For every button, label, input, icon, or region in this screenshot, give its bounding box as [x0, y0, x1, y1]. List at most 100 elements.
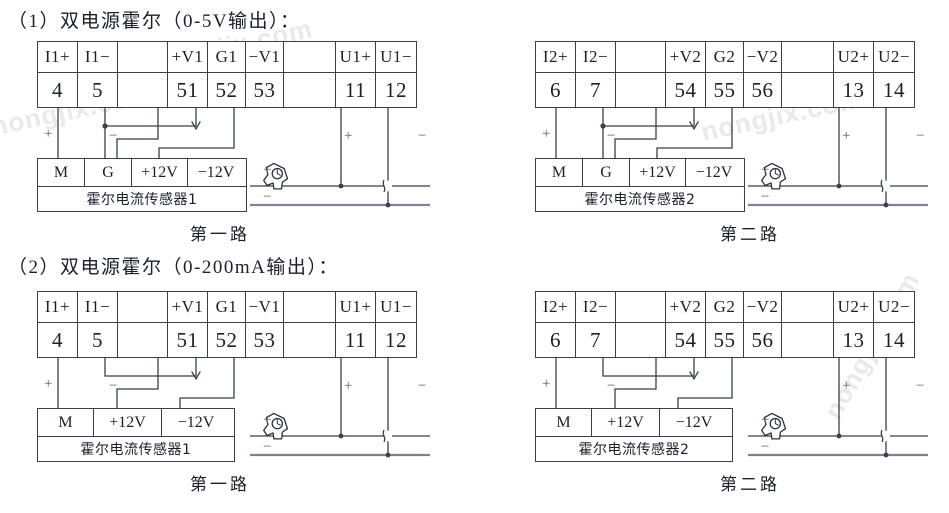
terminal-number: 7: [576, 73, 616, 107]
section-title-1: （1）双电源霍尔（0-5V输出）：: [8, 11, 301, 32]
terminal-label-row: I1+ I1− +V1 G1 −V1 U1+ U1−: [38, 42, 416, 72]
polarity-mark: −: [761, 189, 770, 205]
sensor-pin-row: M +12V −12V: [38, 409, 234, 436]
terminal-label: [782, 292, 834, 322]
terminal-label: G1: [208, 292, 246, 322]
polarity-mark: −: [109, 128, 118, 144]
terminal-number: 7: [576, 323, 616, 357]
sensor-pin: −12V: [177, 413, 215, 431]
terminal-label-row: I1+ I1− +V1 G1 −V1 U1+ U1−: [38, 292, 416, 322]
sensor-pin: +12V: [592, 409, 660, 436]
polarity-mark: −: [607, 128, 616, 144]
terminal-number: 13: [834, 73, 874, 107]
terminal-label: +V2: [666, 292, 706, 322]
sensor-pin: −12V: [197, 163, 235, 181]
terminal-number-row: 6 7 54 55 56 13 14: [536, 322, 914, 357]
terminal-label: U1−: [380, 297, 412, 316]
terminal-number: 55: [706, 323, 744, 357]
terminal-number: 14: [883, 327, 905, 352]
circuit-caption: 第二路: [720, 475, 780, 494]
terminal-label: [616, 42, 666, 72]
terminal-number: [616, 73, 666, 107]
terminal-number: 4: [38, 323, 78, 357]
hall-sensor-module: M +12V −12V 霍尔电流传感器1: [37, 408, 235, 462]
terminal-label: [284, 42, 336, 72]
terminal-label: −V1: [246, 42, 284, 72]
terminal-label: G2: [706, 292, 744, 322]
terminal-label: U1+: [336, 292, 376, 322]
terminal-number-row: 4 5 51 52 53 11 12: [38, 72, 416, 107]
polarity-mark: +: [263, 162, 272, 178]
terminal-label: −V2: [744, 292, 782, 322]
terminal-number: 5: [78, 73, 118, 107]
terminal-label: I2−: [576, 292, 616, 322]
section-title-2: （2）双电源霍尔（0-200mA输出）：: [8, 257, 339, 278]
terminal-label: U2−: [878, 297, 910, 316]
terminal-number-row: 6 7 54 55 56 13 14: [536, 72, 914, 107]
terminal-number: 12: [385, 77, 407, 102]
terminal-label: [782, 42, 834, 72]
terminal-label: I1+: [38, 292, 78, 322]
polarity-mark: +: [44, 376, 53, 392]
polarity-mark: −: [916, 378, 925, 394]
polarity-mark: +: [44, 126, 53, 142]
terminal-label: I1−: [78, 292, 118, 322]
polarity-mark: +: [842, 378, 851, 394]
sensor-name-label: 霍尔电流传感器2: [536, 186, 744, 211]
terminal-number: 51: [168, 73, 208, 107]
terminal-label: G1: [208, 42, 246, 72]
terminal-label: [118, 292, 168, 322]
terminal-label: −V1: [246, 292, 284, 322]
polarity-mark: +: [761, 162, 770, 178]
hall-sensor-module: M G +12V −12V 霍尔电流传感器2: [535, 158, 745, 212]
terminal-table: I2+ I2− +V2 G2 −V2 U2+ U2− 6 7 54 55 56 …: [535, 291, 915, 358]
terminal-number: 52: [208, 323, 246, 357]
terminal-number: 56: [744, 73, 782, 107]
terminal-number: 5: [78, 323, 118, 357]
terminal-label: U2+: [834, 42, 874, 72]
terminal-table: I2+ I2− +V2 G2 −V2 U2+ U2− 6 7 54 55 56 …: [535, 41, 915, 108]
terminal-label: +V2: [666, 42, 706, 72]
hall-sensor-module: M G +12V −12V 霍尔电流传感器1: [37, 158, 247, 212]
sensor-pin-row: M +12V −12V: [536, 409, 732, 436]
terminal-number: 13: [834, 323, 874, 357]
polarity-mark: +: [263, 412, 272, 428]
sensor-pin-row: M G +12V −12V: [536, 159, 744, 186]
sensor-pin: G: [583, 159, 630, 186]
sensor-name-label: 霍尔电流传感器1: [38, 436, 234, 461]
polarity-mark: +: [842, 128, 851, 144]
sensor-pin: G: [85, 159, 132, 186]
hall-sensor-module: M +12V −12V 霍尔电流传感器2: [535, 408, 733, 462]
terminal-number: 12: [385, 327, 407, 352]
circuit-caption: 第一路: [190, 475, 250, 494]
terminal-number: [284, 323, 336, 357]
terminal-label: I1−: [78, 42, 118, 72]
terminal-number-row: 4 5 51 52 53 11 12: [38, 322, 416, 357]
terminal-number: [118, 73, 168, 107]
terminal-label: +V1: [168, 42, 208, 72]
terminal-number: [782, 73, 834, 107]
sensor-name-label: 霍尔电流传感器1: [38, 186, 246, 211]
circuit-caption: 第一路: [190, 225, 250, 244]
terminal-number: 52: [208, 73, 246, 107]
terminal-label-row: I2+ I2− +V2 G2 −V2 U2+ U2−: [536, 42, 914, 72]
terminal-number: 4: [38, 73, 78, 107]
terminal-label: U2−: [878, 47, 910, 66]
polarity-mark: −: [761, 439, 770, 455]
sensor-pin: +12V: [94, 409, 162, 436]
terminal-number: 54: [666, 323, 706, 357]
terminal-label: [616, 292, 666, 322]
polarity-mark: +: [542, 126, 551, 142]
terminal-label: I2−: [576, 42, 616, 72]
polarity-mark: −: [607, 378, 616, 394]
terminal-number: 6: [536, 73, 576, 107]
sensor-name-label: 霍尔电流传感器2: [536, 436, 732, 461]
polarity-mark: −: [418, 378, 427, 394]
sensor-pin-row: M G +12V −12V: [38, 159, 246, 186]
terminal-number: 11: [336, 323, 376, 357]
terminal-number: 14: [883, 77, 905, 102]
sensor-pin: −12V: [695, 163, 733, 181]
polarity-mark: −: [263, 189, 272, 205]
terminal-label: I2+: [536, 42, 576, 72]
terminal-label: −V2: [744, 42, 782, 72]
